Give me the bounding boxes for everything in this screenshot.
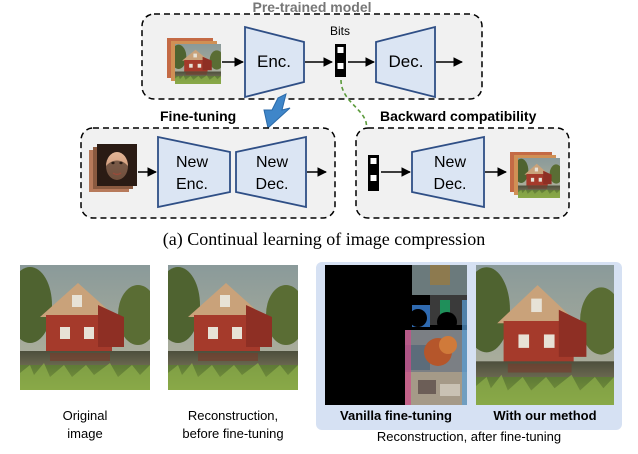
original-label-line1: Original [63, 408, 108, 423]
new-encoder-label-line1: New [176, 154, 208, 171]
finetuning-title: Fine-tuning [160, 108, 236, 124]
backward-output-image [510, 152, 563, 198]
backward-decoder-label-line2: Dec. [434, 176, 467, 193]
original-image [8, 265, 158, 390]
vanilla-finetuning-image [325, 265, 467, 405]
vanilla-label: Vanilla fine-tuning [340, 408, 452, 423]
finetuning-input-image [89, 144, 137, 192]
pretrained-title: Pre-trained model [252, 0, 371, 15]
finetuning-panel: Fine-tuning New Enc. New Dec. [80, 108, 336, 219]
pretrained-decoder-block [375, 25, 436, 99]
original-label-line2: image [67, 426, 102, 441]
new-decoder-block [235, 135, 307, 209]
pretrained-encoder-label: Enc. [257, 52, 291, 71]
before-label-line2: before fine-tuning [182, 426, 283, 441]
pretrained-panel: Pre-trained model Enc. Bits Dec. [141, 0, 483, 100]
backward-bits-icon [368, 155, 379, 191]
after-finetuning-label: Reconstruction, after fine-tuning [377, 429, 561, 444]
pretrained-decoder-label: Dec. [389, 52, 424, 71]
backward-new-decoder-block [411, 135, 485, 209]
figure-caption: (a) Continual learning of image compress… [163, 229, 485, 250]
bits-icon [335, 44, 346, 77]
our-method-label: With our method [493, 408, 596, 423]
finetune-direction-arrow [263, 93, 291, 129]
new-encoder-label-line2: Enc. [176, 176, 208, 193]
backward-panel: Backward compatibility New Dec. [355, 108, 570, 219]
pretrained-input-image [167, 38, 224, 84]
before-label-line1: Reconstruction, [188, 408, 278, 423]
new-encoder-block [157, 135, 231, 209]
before-finetuning-image [156, 265, 306, 390]
our-method-image [463, 265, 622, 405]
backward-decoder-label-line1: New [434, 154, 466, 171]
pretrained-encoder-block [244, 25, 305, 99]
new-decoder-label-line2: Dec. [256, 176, 289, 193]
new-decoder-label-line1: New [256, 154, 288, 171]
backward-title: Backward compatibility [380, 108, 537, 124]
bits-label: Bits [330, 24, 350, 38]
backward-compat-dashed-arrow [340, 79, 374, 147]
